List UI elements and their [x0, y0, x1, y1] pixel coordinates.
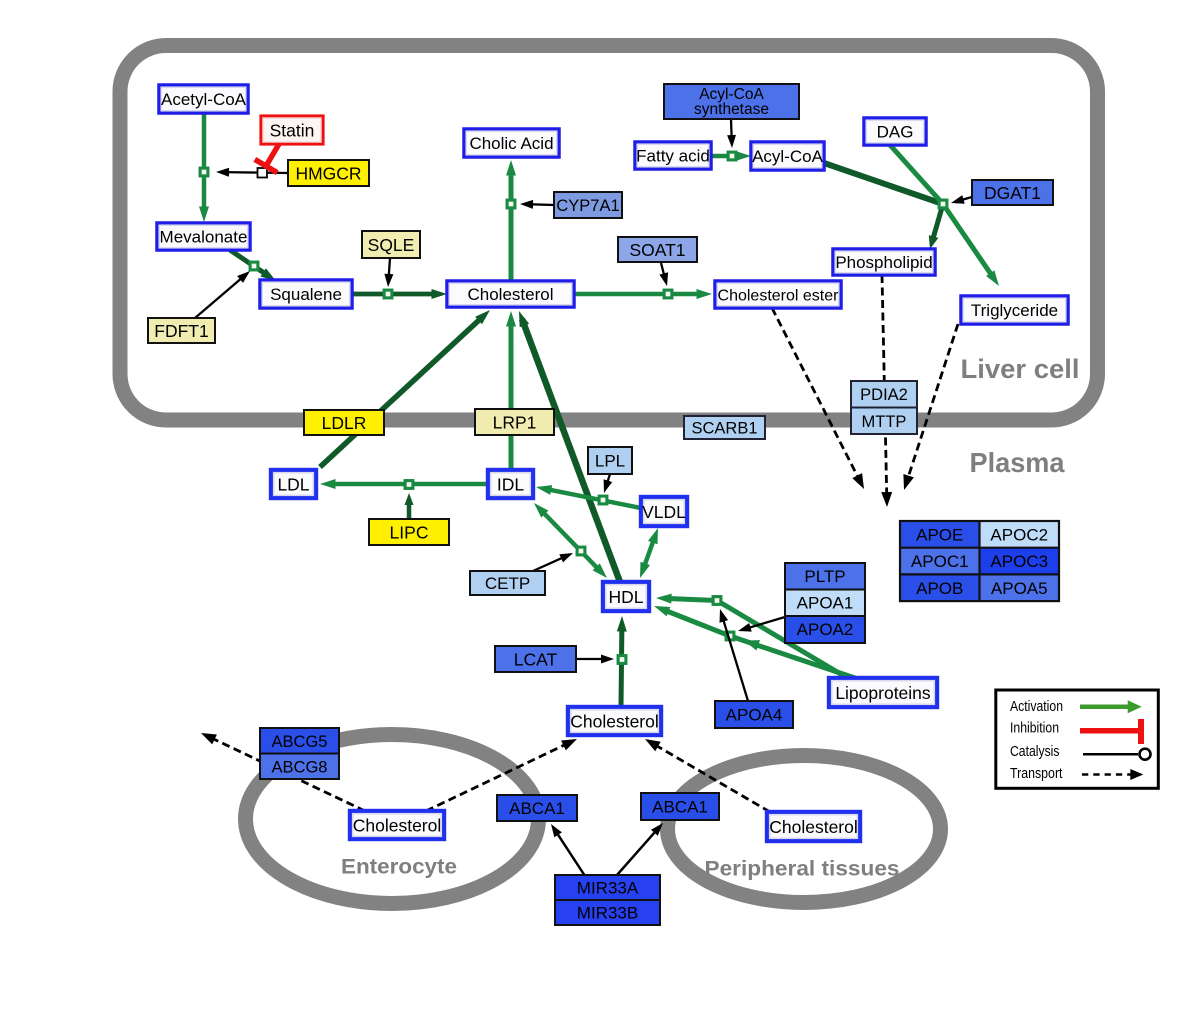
svg-text:VLDL: VLDL — [642, 502, 686, 522]
svg-text:synthetase: synthetase — [694, 101, 769, 118]
svg-text:Acetyl-CoA: Acetyl-CoA — [161, 90, 247, 109]
svg-text:DGAT1: DGAT1 — [984, 183, 1041, 203]
svg-text:CETP: CETP — [485, 574, 530, 593]
svg-text:APOC1: APOC1 — [911, 552, 969, 571]
svg-text:Catalysis: Catalysis — [1010, 744, 1060, 760]
svg-text:APOC3: APOC3 — [990, 552, 1048, 571]
svg-text:APOC2: APOC2 — [990, 525, 1048, 544]
svg-text:ABCG8: ABCG8 — [272, 759, 328, 777]
svg-text:PDIA2: PDIA2 — [860, 386, 908, 404]
svg-text:APOE: APOE — [916, 525, 963, 544]
svg-text:Transport: Transport — [1010, 766, 1063, 782]
svg-text:APOA5: APOA5 — [991, 579, 1048, 598]
svg-text:Enterocyte: Enterocyte — [341, 856, 457, 879]
svg-text:SQLE: SQLE — [368, 235, 415, 255]
svg-text:MIR33A: MIR33A — [577, 879, 639, 898]
svg-text:FDFT1: FDFT1 — [154, 321, 208, 341]
svg-text:APOB: APOB — [916, 579, 963, 598]
svg-text:APOA1: APOA1 — [797, 594, 854, 613]
svg-text:HDL: HDL — [608, 587, 643, 607]
svg-text:LRP1: LRP1 — [493, 412, 537, 432]
svg-text:PLTP: PLTP — [804, 567, 845, 586]
svg-text:SCARB1: SCARB1 — [691, 419, 757, 437]
svg-text:Lipoproteins: Lipoproteins — [835, 683, 931, 703]
svg-text:Cholesterol: Cholesterol — [769, 817, 858, 837]
svg-text:IDL: IDL — [497, 474, 525, 494]
svg-text:MIR33B: MIR33B — [577, 904, 638, 923]
svg-text:Cholesterol: Cholesterol — [353, 815, 442, 835]
svg-text:LIPC: LIPC — [390, 522, 429, 542]
svg-text:APOA2: APOA2 — [797, 620, 854, 639]
svg-text:Peripheral tissues: Peripheral tissues — [705, 857, 900, 881]
svg-text:LDL: LDL — [277, 474, 309, 494]
svg-text:LDLR: LDLR — [322, 413, 367, 433]
svg-text:Liver cell: Liver cell — [961, 354, 1080, 384]
svg-text:Phospholipid: Phospholipid — [835, 253, 932, 272]
svg-text:Plasma: Plasma — [970, 447, 1065, 478]
svg-text:Cholesterol ester: Cholesterol ester — [718, 287, 840, 304]
svg-text:LCAT: LCAT — [514, 649, 558, 669]
svg-text:SOAT1: SOAT1 — [629, 240, 685, 260]
svg-text:Acyl-CoA: Acyl-CoA — [699, 86, 764, 103]
svg-text:Statin: Statin — [270, 120, 315, 140]
svg-text:Inhibition: Inhibition — [1010, 721, 1059, 737]
svg-text:DAG: DAG — [877, 123, 914, 142]
svg-text:Acyl-CoA: Acyl-CoA — [752, 147, 824, 166]
svg-text:MTTP: MTTP — [862, 413, 907, 431]
svg-text:HMGCR: HMGCR — [295, 163, 361, 183]
svg-text:CYP7A1: CYP7A1 — [556, 197, 619, 215]
svg-text:ABCA1: ABCA1 — [652, 798, 708, 817]
svg-text:Cholic Acid: Cholic Acid — [469, 134, 553, 153]
svg-text:ABCG5: ABCG5 — [272, 733, 328, 751]
svg-text:Cholesterol: Cholesterol — [570, 711, 659, 731]
svg-text:ABCA1: ABCA1 — [509, 799, 565, 818]
svg-text:Activation: Activation — [1010, 699, 1063, 715]
svg-text:Fatty acid: Fatty acid — [636, 147, 710, 166]
svg-text:APOA4: APOA4 — [726, 706, 783, 725]
svg-text:Triglyceride: Triglyceride — [971, 301, 1058, 320]
svg-text:Squalene: Squalene — [270, 285, 342, 304]
svg-text:Cholesterol: Cholesterol — [468, 285, 554, 304]
svg-text:LPL: LPL — [595, 452, 625, 471]
svg-text:Mevalonate: Mevalonate — [160, 228, 248, 247]
